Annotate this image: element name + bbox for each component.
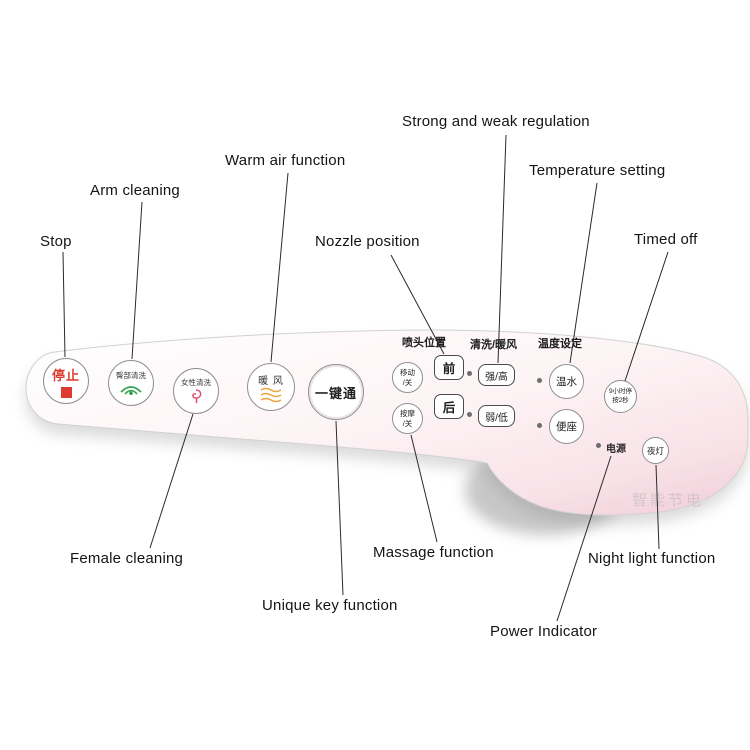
- temp-water-led: [537, 378, 542, 383]
- weak-label: 弱/低: [485, 412, 508, 424]
- nozzle-front-button[interactable]: 前: [434, 355, 464, 380]
- massage-button[interactable]: 按摩 /关: [392, 403, 423, 434]
- annotation-female-cleaning: Female cleaning: [70, 550, 184, 567]
- temp-seat-led: [537, 423, 542, 428]
- annotation-warm-air: Warm air function: [225, 152, 346, 169]
- warm-water-button[interactable]: 温水: [549, 364, 584, 399]
- timed-off-button[interactable]: 9小时停 按2秒: [604, 380, 637, 413]
- female-cleaning-label: 女性清洗: [181, 378, 211, 387]
- stop-label: 停止: [51, 367, 80, 383]
- strong-label: 强/高: [485, 371, 508, 383]
- stop-square-icon: [60, 386, 72, 398]
- annotation-night-light: Night light function: [588, 550, 716, 567]
- annotation-nozzle-position: Nozzle position: [315, 233, 420, 250]
- annotation-unique-key: Unique key function: [262, 597, 398, 614]
- seat-temp-label: 便座: [556, 421, 577, 433]
- nozzle-move-button[interactable]: 移动 /关: [392, 362, 423, 393]
- female-cleaning-button[interactable]: 女性清洗: [173, 368, 219, 414]
- panel-surface: [25, 329, 749, 516]
- timed-label-line1: 9小时停: [608, 388, 633, 396]
- warm-air-waves-icon: [260, 387, 282, 402]
- annotation-arm-cleaning: Arm cleaning: [90, 182, 180, 199]
- branding-text: 智能节电: [632, 492, 705, 509]
- power-indicator-label: 电源: [606, 444, 626, 455]
- back-label: 后: [442, 401, 456, 415]
- weak-button[interactable]: 弱/低: [478, 405, 515, 427]
- annotation-power-indicator: Power Indicator: [490, 623, 598, 640]
- move-label-line1: 移动: [400, 368, 415, 378]
- warm-water-label: 温水: [556, 376, 577, 388]
- night-light-label: 夜灯: [646, 445, 664, 456]
- warm-air-label: 暖 风: [258, 375, 284, 387]
- warm-air-button[interactable]: 暖 风: [247, 363, 295, 411]
- nozzle-back-button[interactable]: 后: [434, 394, 464, 419]
- annotation-stop: Stop: [40, 233, 72, 250]
- female-spray-icon: [192, 389, 202, 403]
- strong-button[interactable]: 强/高: [478, 364, 515, 386]
- strength-strong-led: [467, 371, 472, 376]
- massage-label-line1: 按摩: [400, 409, 415, 419]
- annotation-timed-off: Timed off: [634, 231, 698, 248]
- timed-label-line2: 按2秒: [612, 396, 629, 404]
- move-label-line2: /关: [402, 377, 413, 387]
- power-led: [596, 443, 601, 448]
- seat-temp-button[interactable]: 便座: [549, 409, 584, 444]
- night-light-button[interactable]: 夜灯: [642, 437, 669, 464]
- one-key-button[interactable]: 一键通: [308, 364, 364, 420]
- hip-spray-icon: [120, 386, 142, 395]
- annotation-temperature: Temperature setting: [529, 162, 666, 179]
- nozzle-section-title: 喷头位置: [402, 337, 446, 349]
- hip-cleaning-label: 臀部清洗: [116, 371, 146, 380]
- massage-label-line2: /关: [402, 418, 413, 428]
- annotation-strong-weak: Strong and weak regulation: [402, 113, 590, 130]
- annotation-massage: Massage function: [373, 544, 494, 561]
- strength-weak-led: [467, 412, 472, 417]
- one-key-label: 一键通: [314, 385, 357, 401]
- stop-button[interactable]: 停止: [43, 358, 89, 404]
- front-label: 前: [442, 362, 456, 376]
- strength-section-title: 清洗/暖风: [470, 339, 518, 351]
- hip-cleaning-button[interactable]: 臀部清洗: [108, 360, 154, 406]
- temperature-section-title: 温度设定: [538, 338, 582, 350]
